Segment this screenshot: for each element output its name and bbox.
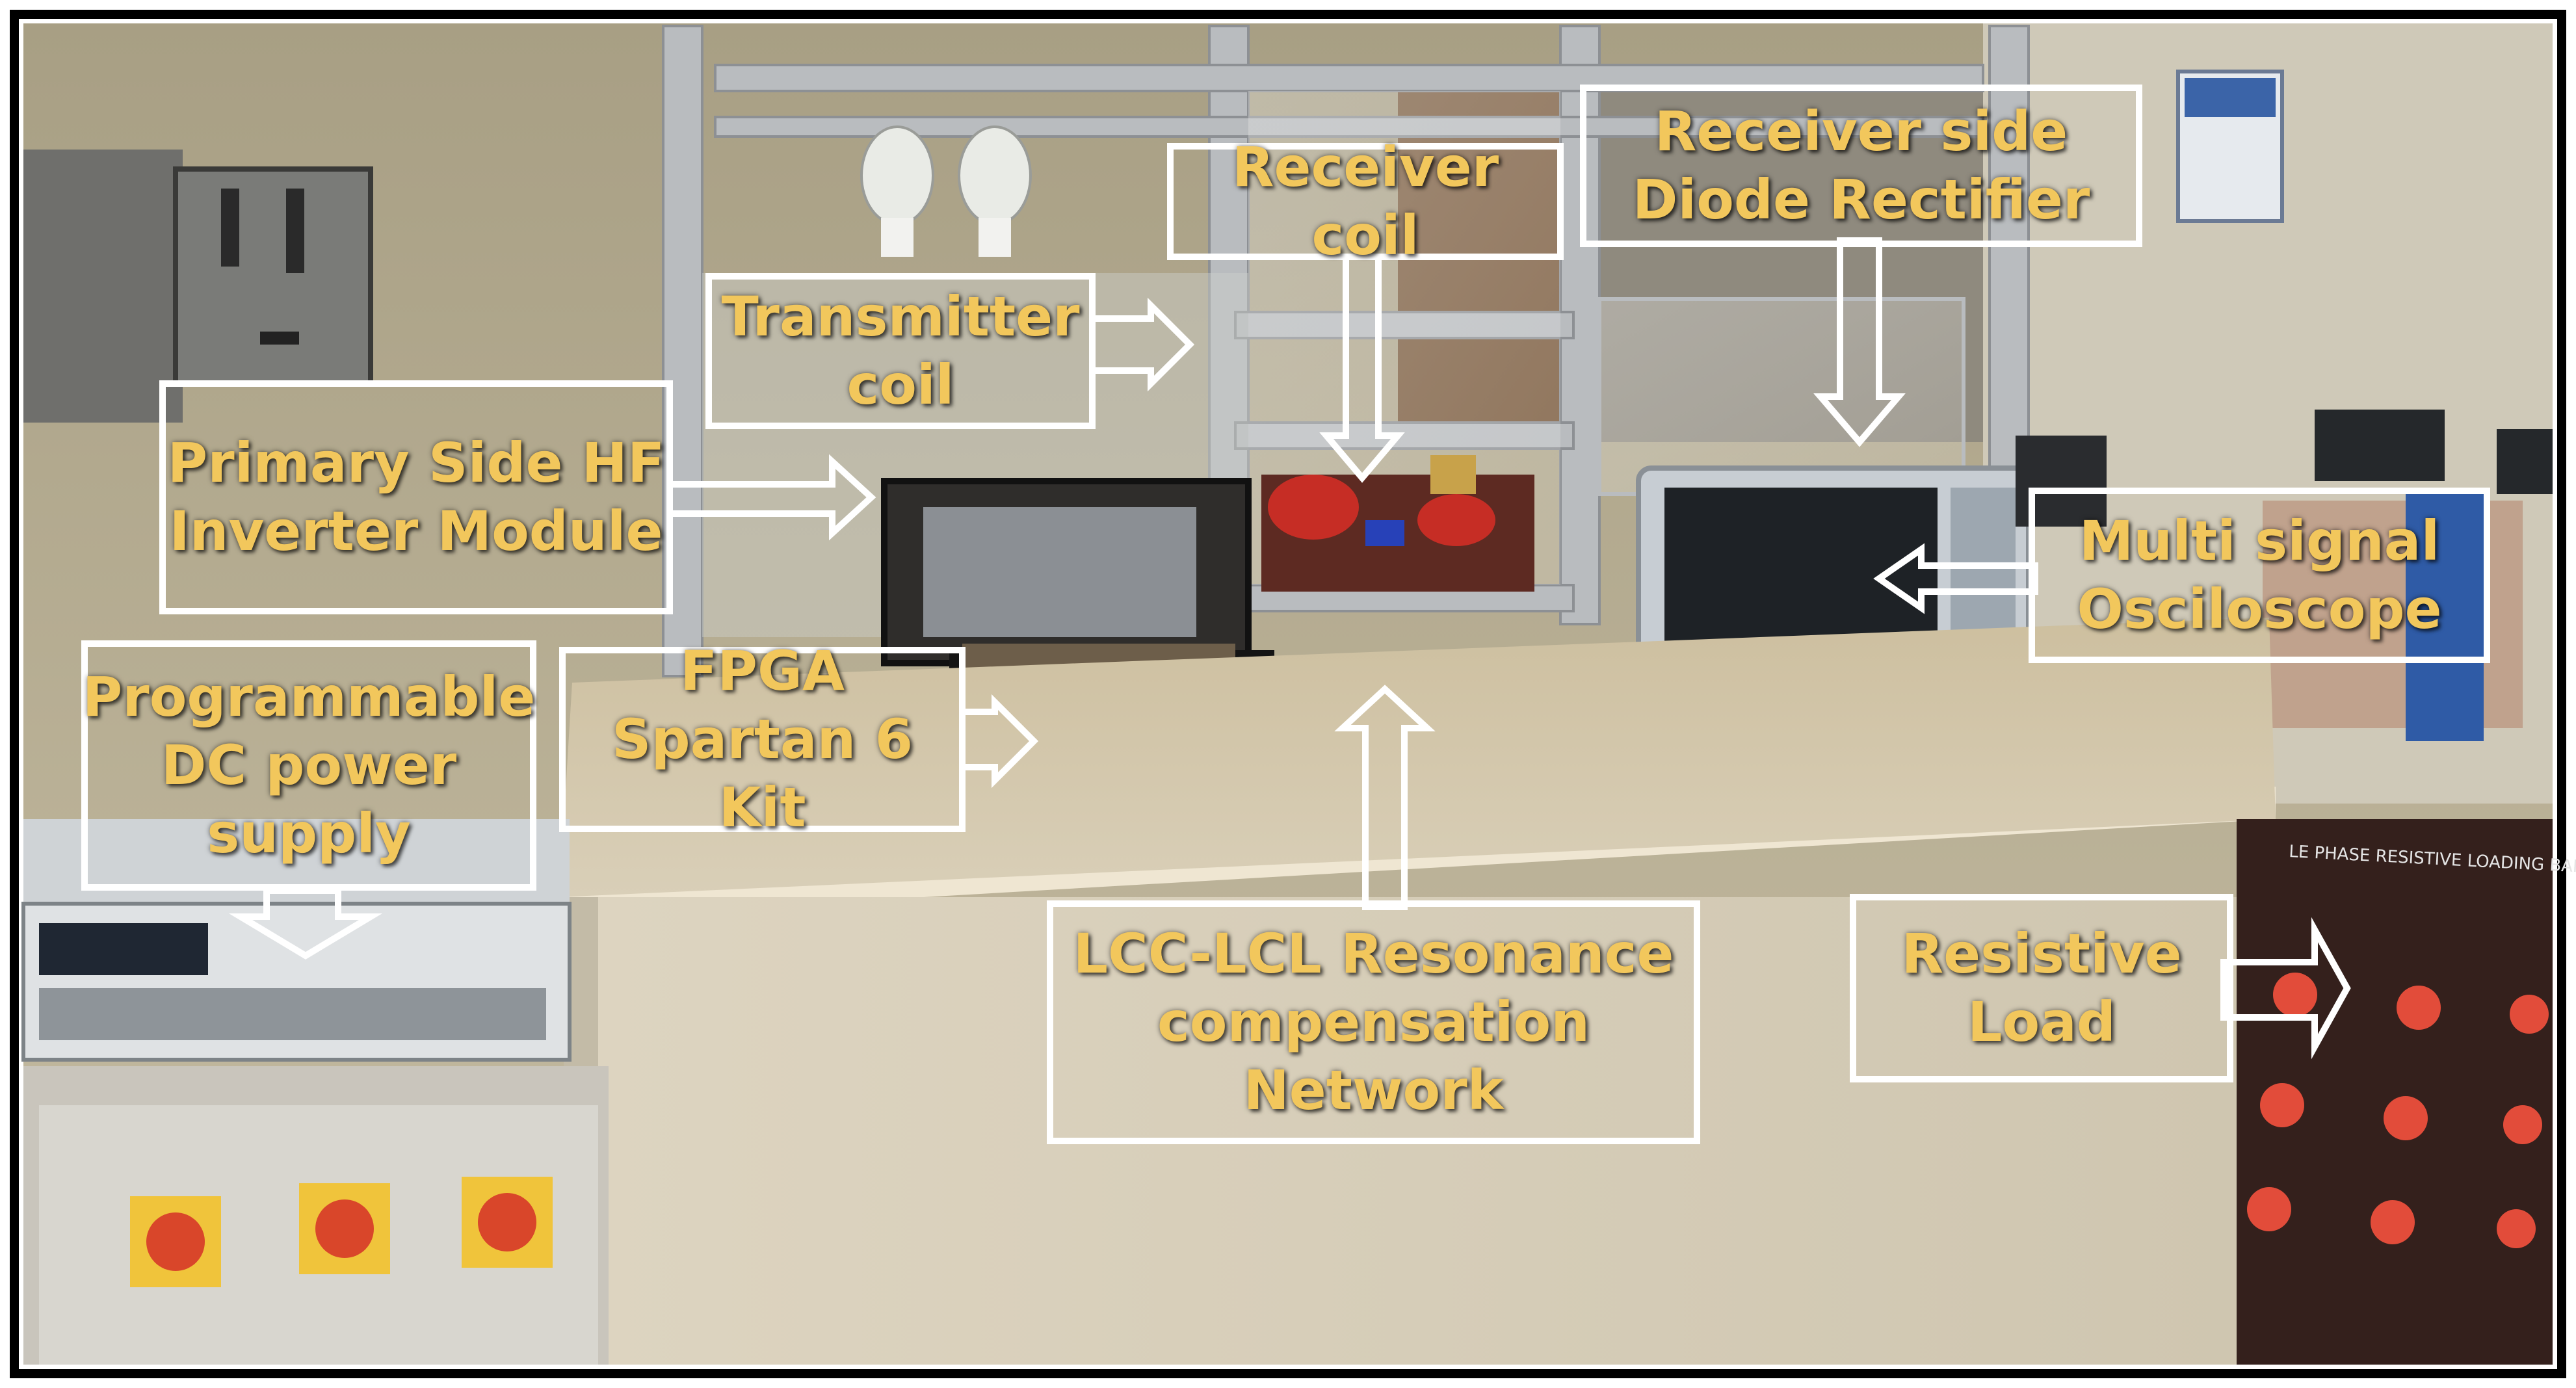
arrow-dc bbox=[228, 887, 383, 960]
primary-inverter-label: Primary Side HF Inverter Module bbox=[159, 380, 673, 614]
receiver-rectifier-label: Receiver side Diode Rectifier bbox=[1580, 85, 2142, 247]
programmable-dc-label: Programmable DC power supply bbox=[81, 640, 536, 891]
multi-signal-osc-label: Multi signal Osciloscope bbox=[2029, 488, 2490, 663]
receiver-coil-text: Receiver coil bbox=[1231, 135, 1499, 267]
fpga-kit-label: FPGA Spartan 6 Kit bbox=[559, 639, 966, 839]
arrow-inverter bbox=[666, 454, 876, 541]
lcc-network-text: LCC-LCL Resonance compensation Network bbox=[1073, 922, 1674, 1122]
transmitter-coil-text: Transmitter coil bbox=[721, 285, 1080, 417]
arrow-load bbox=[2220, 917, 2351, 1060]
arrow-lcc bbox=[1334, 685, 1436, 910]
arrow-receiver-coil bbox=[1319, 254, 1405, 483]
light-bulbs bbox=[860, 125, 1032, 257]
arrow-fpga bbox=[959, 694, 1039, 789]
lcc-network-label: LCC-LCL Resonance compensation Network bbox=[1047, 900, 1700, 1144]
annotation-arrows bbox=[228, 237, 2351, 1060]
resistive-load-text: Resistive Load bbox=[1901, 922, 2182, 1054]
arrow-rectifier bbox=[1813, 237, 1906, 447]
multi-signal-osc-text: Multi signal Osciloscope bbox=[2077, 509, 2442, 641]
receiver-coil-label: Receiver coil bbox=[1167, 135, 1564, 267]
arrow-osc bbox=[1873, 543, 2038, 614]
fpga-kit-text: FPGA Spartan 6 Kit bbox=[611, 639, 913, 839]
rotary-switches bbox=[130, 1177, 553, 1287]
transmitter-coil-label: Transmitter coil bbox=[705, 273, 1096, 429]
resistive-load-label: Resistive Load bbox=[1850, 894, 2233, 1082]
primary-inverter-text: Primary Side HF Inverter Module bbox=[167, 431, 665, 563]
receiver-rectifier-text: Receiver side Diode Rectifier bbox=[1632, 99, 2090, 231]
coil-assembly bbox=[1261, 455, 1534, 592]
programmable-dc-text: Programmable DC power supply bbox=[82, 665, 536, 865]
arrow-transmitter bbox=[1089, 297, 1195, 392]
load-bank-knobs bbox=[2247, 973, 2549, 1248]
